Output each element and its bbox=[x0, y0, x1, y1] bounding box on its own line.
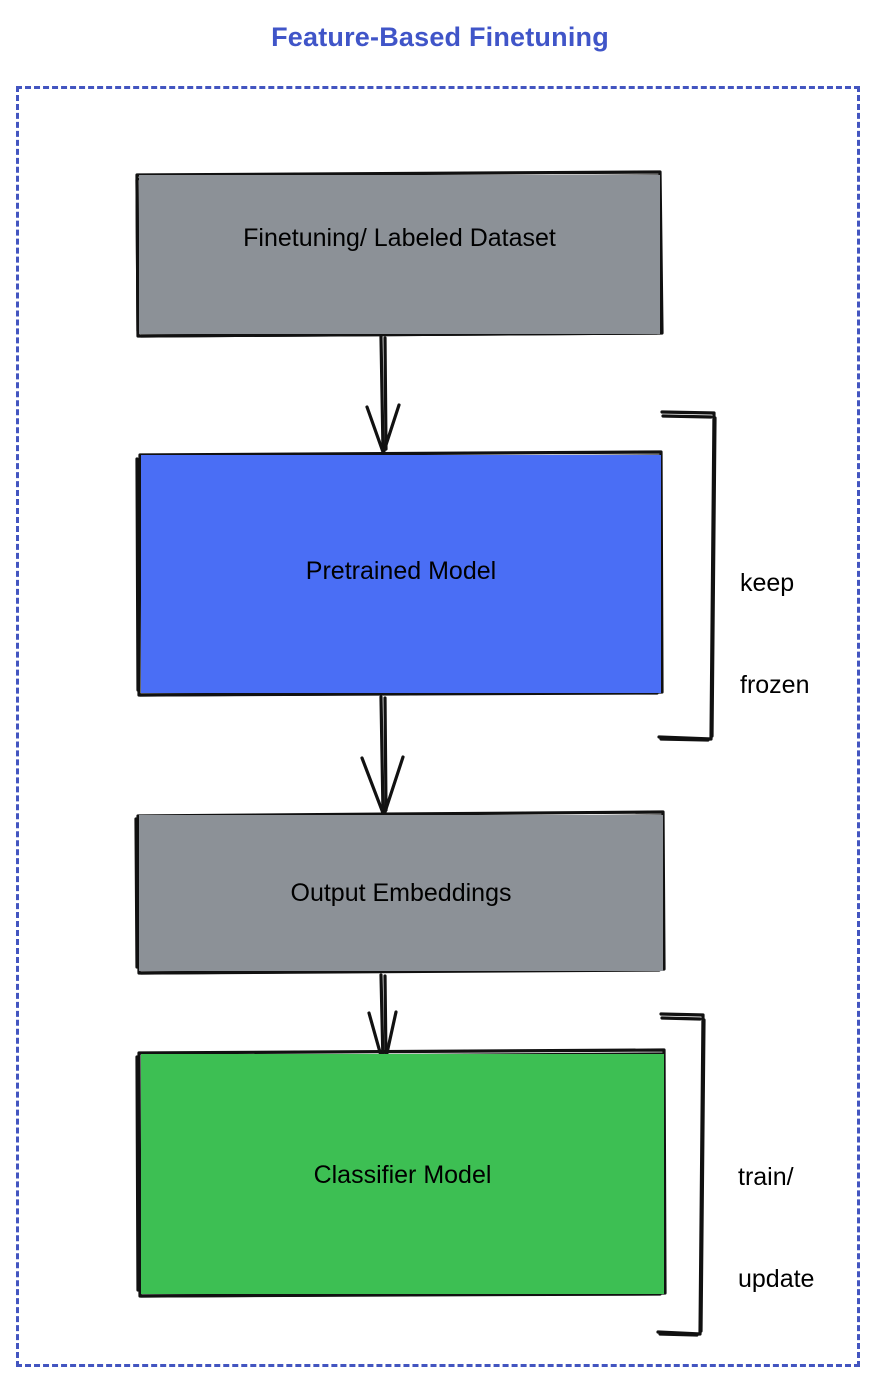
annotation-train-update: train/ update bbox=[738, 1092, 814, 1364]
diagram-frame bbox=[16, 86, 860, 1367]
annotation-keep-frozen-line1: keep bbox=[740, 569, 795, 597]
node-dataset-fill bbox=[139, 175, 660, 334]
page-title: Feature-Based Finetuning bbox=[271, 22, 609, 52]
node-embeddings[interactable]: Output Embeddings bbox=[139, 815, 663, 971]
node-pretrained[interactable]: Pretrained Model bbox=[141, 455, 661, 693]
annotation-train-update-line2: update bbox=[738, 1265, 815, 1293]
annotation-keep-frozen-line2: frozen bbox=[740, 671, 810, 699]
node-dataset-label: Finetuning/ Labeled Dataset bbox=[243, 224, 556, 252]
node-classifier-fill bbox=[141, 1054, 664, 1294]
node-pretrained-label: Pretrained Model bbox=[305, 557, 497, 585]
node-dataset[interactable]: Finetuning/ Labeled Dataset bbox=[139, 175, 660, 334]
annotation-train-update-line1: train/ bbox=[738, 1163, 794, 1191]
node-pretrained-fill bbox=[141, 455, 661, 693]
node-embeddings-fill bbox=[139, 815, 663, 971]
node-classifier[interactable]: Classifier Model bbox=[141, 1054, 664, 1294]
node-embeddings-label: Output Embeddings bbox=[290, 879, 512, 907]
annotation-keep-frozen: keep frozen bbox=[740, 498, 809, 770]
node-classifier-label: Classifier Model bbox=[313, 1161, 492, 1189]
